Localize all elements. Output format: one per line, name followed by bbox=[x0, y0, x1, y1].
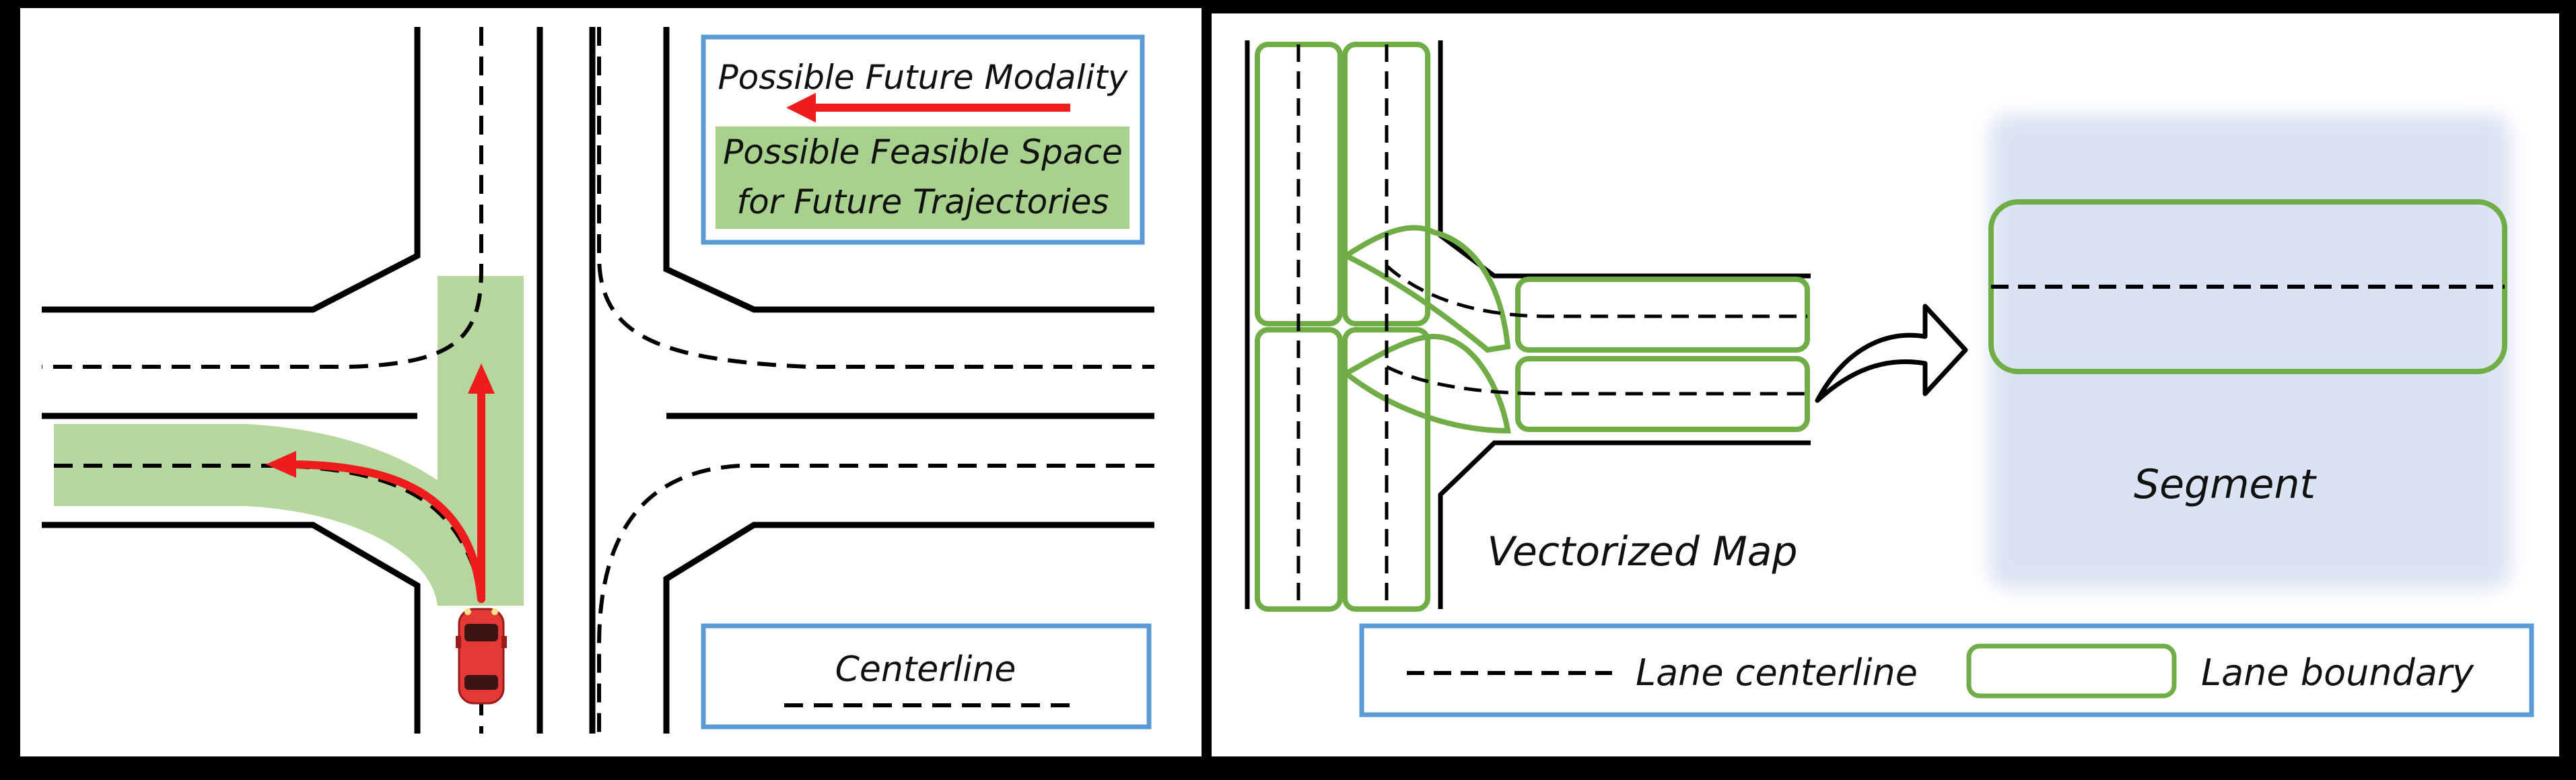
panel-b-tag: (b) bbox=[1222, 688, 1300, 752]
panel-b: Vectorized Map Segment Lane centerline L… bbox=[1212, 13, 2559, 756]
centerline-bottom-right bbox=[597, 464, 1154, 734]
map-road-bottom-edge bbox=[1438, 440, 1811, 609]
map-road-top-edge bbox=[1438, 40, 1811, 279]
road-edge-left-top bbox=[42, 27, 421, 313]
curved-arrow-icon bbox=[1815, 304, 1968, 403]
lane-connector-1 bbox=[1341, 225, 1511, 353]
arrowhead-left bbox=[266, 451, 296, 478]
legend-lane-boundary-swatch bbox=[1966, 643, 2177, 699]
legend-modality-label: Possible Future Modality bbox=[718, 58, 1128, 97]
panel-a: Possible Future Modality Possible Feasib… bbox=[20, 8, 1202, 756]
legend-bottom: Centerline bbox=[701, 623, 1152, 730]
arrowhead-straight bbox=[468, 363, 495, 394]
map-centerline-4 bbox=[1385, 365, 1807, 396]
road-edge-right-bottom bbox=[663, 522, 1154, 734]
legend-space-swatch bbox=[716, 127, 1129, 229]
legend-centerline-label: Centerline bbox=[835, 649, 1016, 690]
legend-modality-arrowhead bbox=[786, 93, 816, 122]
panel-a-tag: (a) bbox=[37, 688, 114, 752]
future-modalities bbox=[282, 380, 485, 603]
road-edge-right-top bbox=[663, 27, 1154, 313]
vectorized-map-label: Vectorized Map bbox=[1487, 528, 1797, 575]
lane-connector-2 bbox=[1341, 333, 1511, 434]
legend-lane-boundary-label: Lane boundary bbox=[2201, 651, 2474, 694]
road-edges bbox=[42, 27, 1154, 734]
legend-bottom-box bbox=[701, 623, 1152, 730]
centerline-top-right bbox=[597, 27, 1154, 369]
segment-label: Segment bbox=[2134, 461, 2317, 508]
legend-panel-b-box bbox=[1359, 623, 2534, 717]
map-road-edges bbox=[1245, 40, 1811, 609]
legend-space-label-1: Possible Feasible Space bbox=[723, 133, 1123, 172]
legend-space-label-2: for Future Trajectories bbox=[736, 182, 1109, 221]
modality-left-arrow bbox=[282, 460, 485, 603]
lane-centerlines-b bbox=[1296, 44, 1807, 609]
segment-background bbox=[1989, 114, 2511, 589]
arrowheads bbox=[266, 363, 495, 478]
feasible-space-left-curve bbox=[246, 424, 524, 606]
map-centerline-3 bbox=[1385, 264, 1807, 318]
legend-lane-centerline-label: Lane centerline bbox=[1636, 651, 1918, 694]
road-edge-left-bottom bbox=[42, 522, 421, 734]
car-icon bbox=[456, 608, 507, 705]
legend-panel-b: Lane centerline Lane boundary bbox=[1359, 623, 2534, 717]
legend-top: Possible Future Modality Possible Feasib… bbox=[701, 34, 1145, 245]
